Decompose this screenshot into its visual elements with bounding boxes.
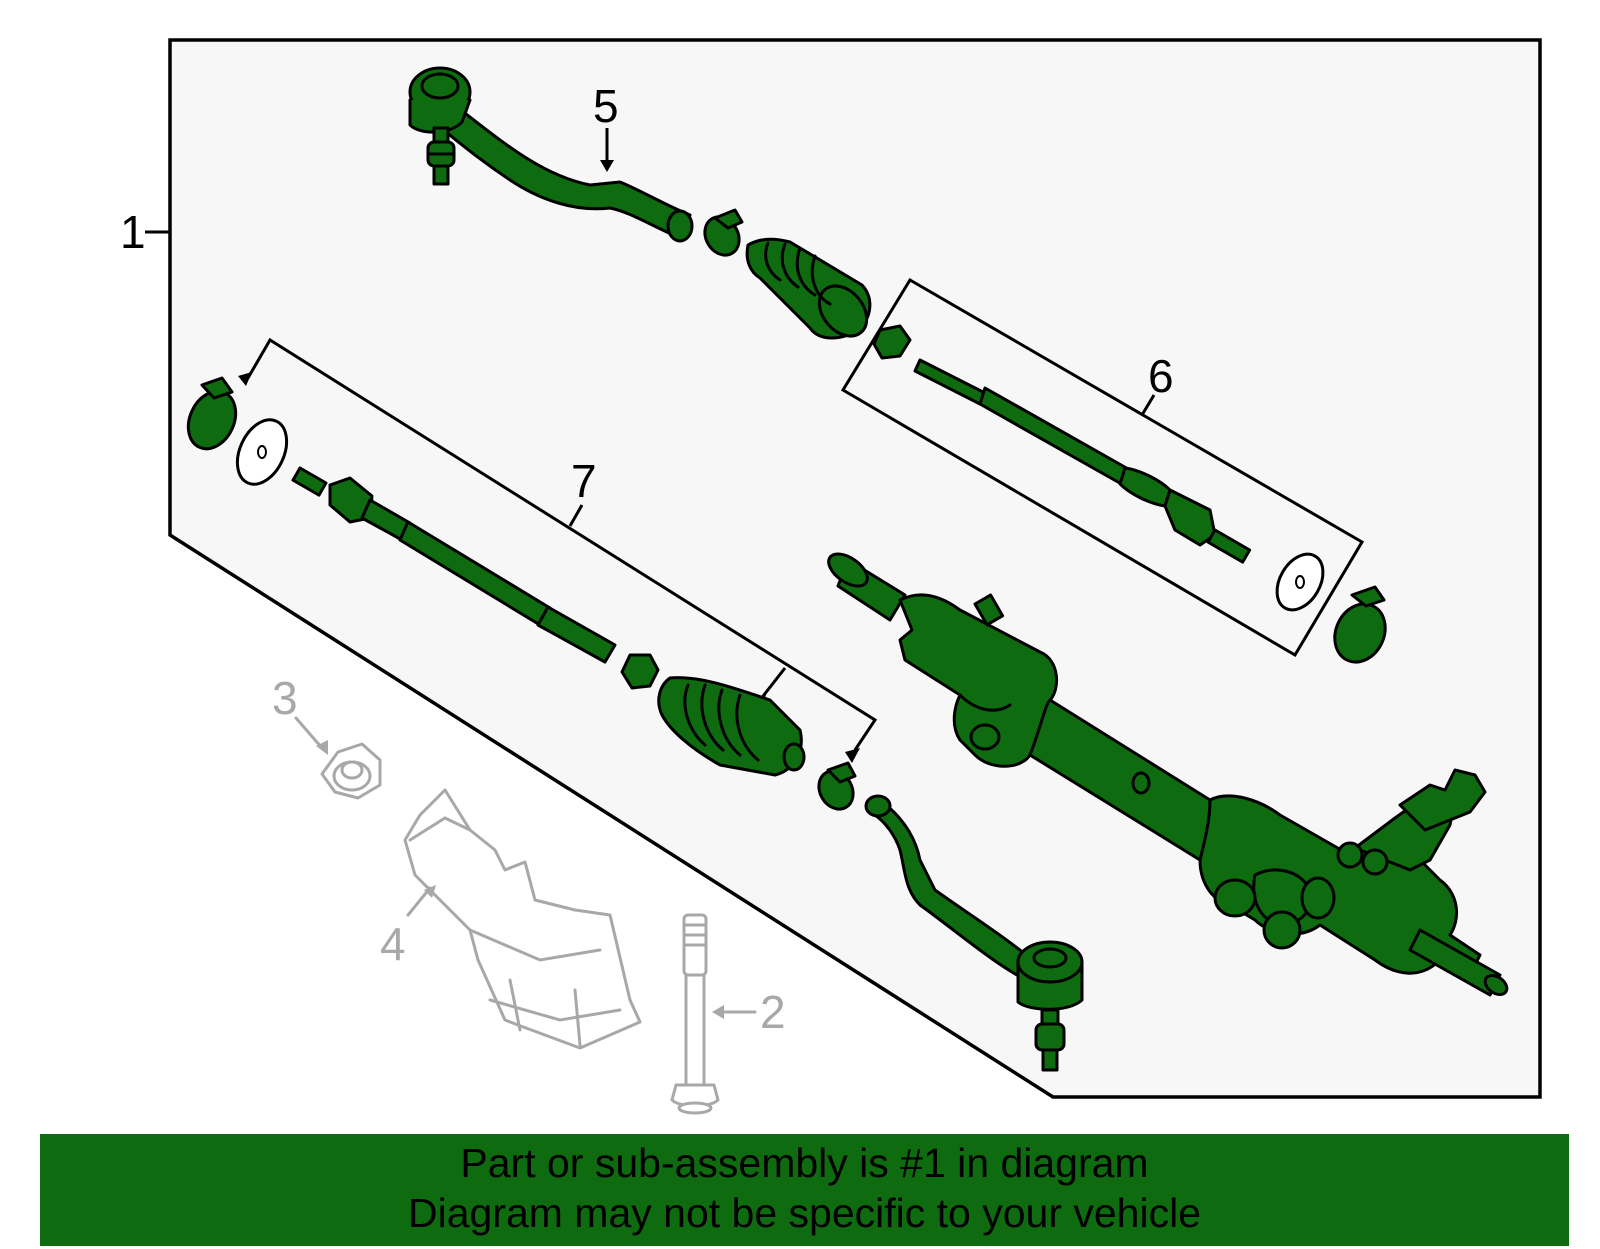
bolt-reference-part[interactable]	[670, 913, 720, 1115]
callout-3-arrowhead	[316, 740, 328, 755]
callout-5: 5	[593, 80, 619, 132]
disclaimer-line-2: Diagram may not be specific to your vehi…	[407, 1190, 1201, 1236]
callout-2: 2	[760, 986, 786, 1038]
callout-7-leader	[568, 504, 584, 527]
callout-4-arrowhead	[424, 885, 436, 898]
callout-7: 7	[571, 455, 597, 507]
callout-1: 1	[120, 206, 146, 258]
callout-6: 6	[1148, 350, 1174, 402]
steering-rack-housing[interactable]	[823, 548, 1510, 999]
disclaimer-line-1: Part or sub-assembly is #1 in diagram	[460, 1140, 1149, 1186]
callout-5-arrowhead	[600, 160, 614, 172]
callout-2-arrowhead	[712, 1005, 724, 1019]
nut-reference-part[interactable]	[320, 742, 382, 800]
callout-7-arrow-b	[845, 748, 860, 763]
callout-7-arrow-a	[238, 372, 252, 386]
callout-4: 4	[380, 918, 406, 970]
callout-4-leader	[406, 886, 432, 917]
outer-tie-rod-end-upper[interactable]	[408, 66, 694, 243]
inner-tie-rod-kit-upper[interactable]	[872, 324, 1394, 670]
callout-3: 3	[272, 672, 298, 724]
inner-tie-rod-kit-bracket	[840, 277, 1365, 658]
callout-6-leader	[1140, 394, 1156, 416]
inner-tie-rod-kit-lower-bracket	[246, 337, 878, 751]
shield-reference-part[interactable]	[403, 788, 642, 1050]
disclaimer-banner: Part or sub-assembly is #1 in diagram Di…	[40, 1134, 1569, 1246]
inner-tie-rod-kit-lower[interactable]	[179, 376, 859, 815]
rack-boot-upper[interactable]	[745, 237, 876, 345]
callout-7-branch	[758, 667, 787, 701]
boot-clamp-upper[interactable]	[698, 208, 746, 261]
outer-tie-rod-end-lower[interactable]	[864, 794, 1084, 1072]
callout-3-leader	[294, 716, 324, 750]
